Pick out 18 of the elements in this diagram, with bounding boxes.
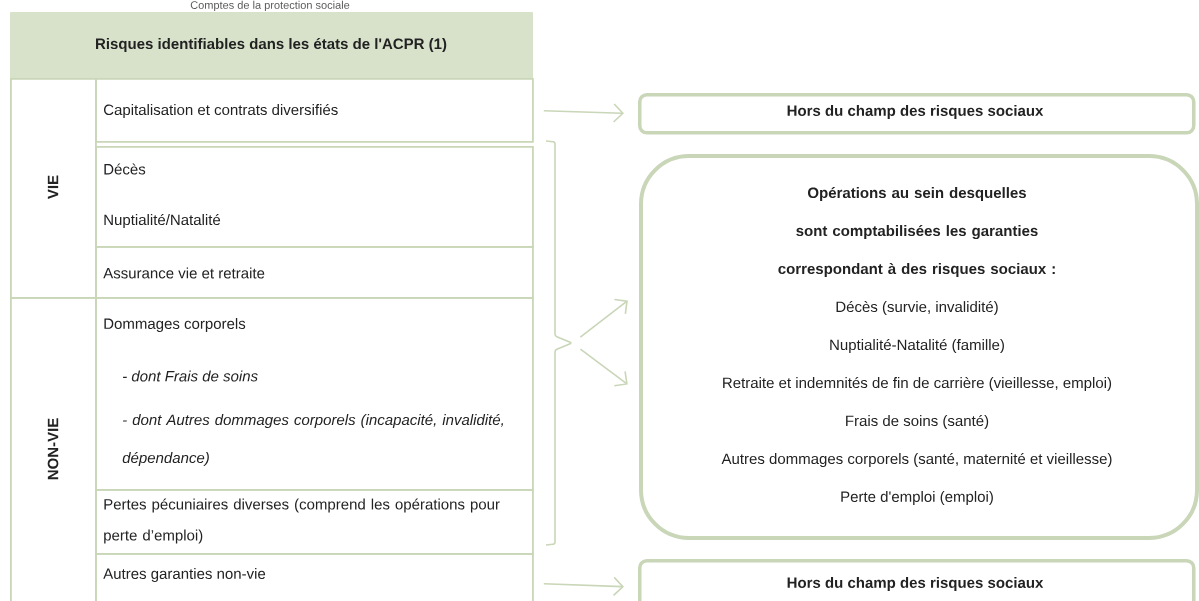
arrow	[543, 576, 625, 597]
result-box: Hors du champ des risques sociaux	[638, 559, 1196, 601]
table-cell: Pertes pécuniaires diverses (comprend les opérations pour perte d’emploi)	[95, 489, 534, 555]
table-cell: Capitalisation et contrats diversifiés	[95, 78, 534, 143]
bracket	[545, 140, 572, 546]
table-cell: Décès Nuptialité/Natalité	[95, 146, 534, 248]
arrow	[543, 103, 625, 123]
header-band: Risques identifiables dans les états de l'ACPR (1)	[10, 12, 533, 79]
result-box: Opérations au sein desquelles sont comptabilisées les garanties correspondant à des risques sociaux : Décès (survie, invalidité) Nuptialité-Natalité (famille) Retraite et indemnités de fin de carrière (vieillesse, emploi) Frais de soins (santé) Autres dommages corporels (santé, maternité et vieillesse) Perte d'emploi (emploi)	[639, 154, 1199, 540]
table-cell: Autres garanties non-vie	[95, 553, 534, 601]
table-cell: Dommages corporels - dont Frais de soins - dont Autres dommages corporels (incapacité, invalidité, dépendance)	[95, 297, 534, 491]
arrow	[579, 348, 628, 387]
title: Comptes de la protection sociale	[190, 0, 350, 12]
arrow	[579, 298, 628, 338]
table-cell: Assurance vie et retraite	[95, 246, 534, 299]
category-cell: NON-VIE	[10, 297, 97, 601]
category-cell: VIE	[10, 78, 97, 299]
result-box: Hors du champ des risques sociaux	[638, 93, 1196, 135]
